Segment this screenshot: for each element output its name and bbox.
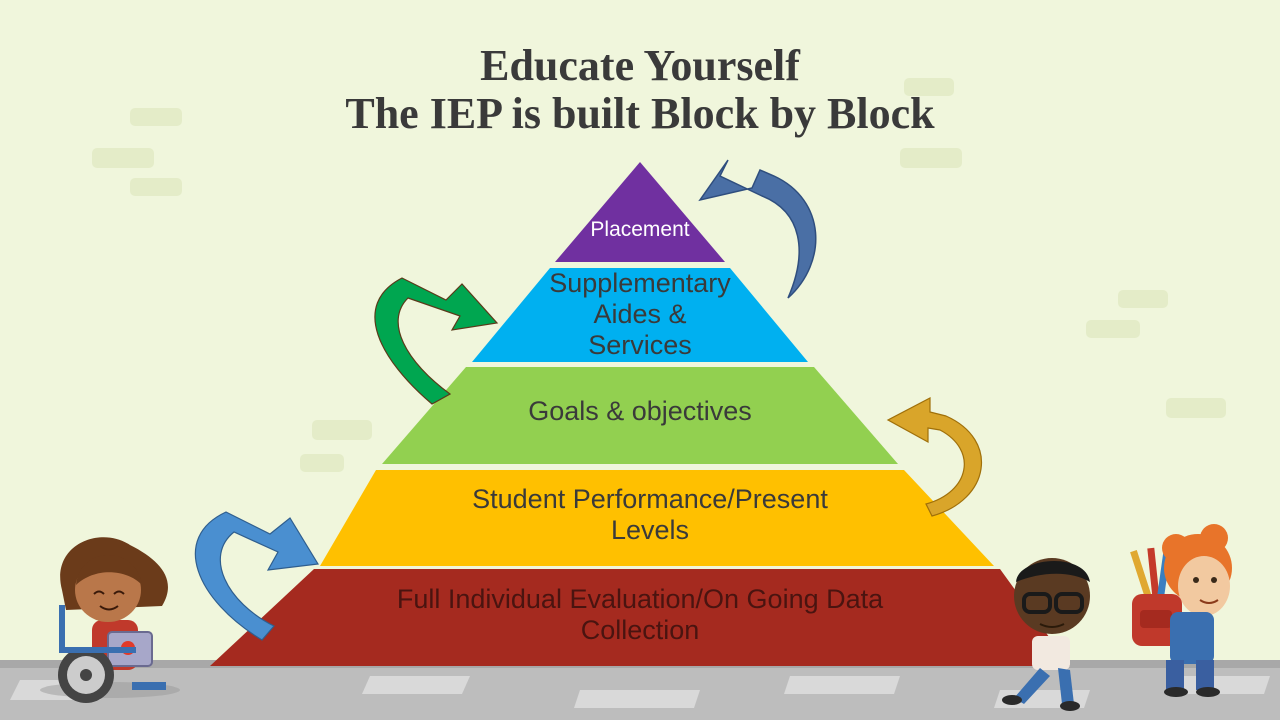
- pyramid-label-performance: Student Performance/Present Levels: [390, 484, 910, 546]
- pyramid-label-supplementary: Supplementary Aides & Services: [490, 268, 790, 361]
- label-line: Services: [588, 330, 692, 360]
- pyramid-level-goals: [382, 367, 898, 464]
- label-line: Full Individual Evaluation/On Going Data: [396, 584, 884, 614]
- pyramid-label-goals: Goals & objectives: [440, 396, 840, 427]
- label-line: Goals & objectives: [528, 396, 752, 426]
- label-line: Placement: [590, 218, 690, 241]
- label-line: Levels: [610, 515, 690, 545]
- slide-title-line-2: The IEP is built Block by Block: [345, 89, 935, 138]
- label-line: Student Performance/Present: [472, 484, 828, 514]
- blue-arrow-bottom-icon: [194, 511, 319, 641]
- slide-title-line-1: Educate Yourself: [480, 41, 800, 90]
- pyramid-level-placement: [555, 162, 725, 262]
- label-line: Collection: [580, 615, 700, 645]
- pyramid-level-evaluation: [210, 569, 1070, 666]
- pyramid-level-performance: [320, 470, 994, 566]
- blue-arrow-icon: [698, 159, 817, 299]
- label-line: Supplementary: [549, 268, 731, 298]
- pyramid-label-placement: Placement: [540, 214, 740, 245]
- green-arrow-icon: [374, 277, 499, 405]
- pyramid-label-evaluation: Full Individual Evaluation/On Going Data…: [300, 584, 980, 646]
- label-line: Aides &: [593, 299, 687, 329]
- gold-arrow-icon: [886, 397, 983, 517]
- pyramid-level-supplementary: [472, 268, 808, 362]
